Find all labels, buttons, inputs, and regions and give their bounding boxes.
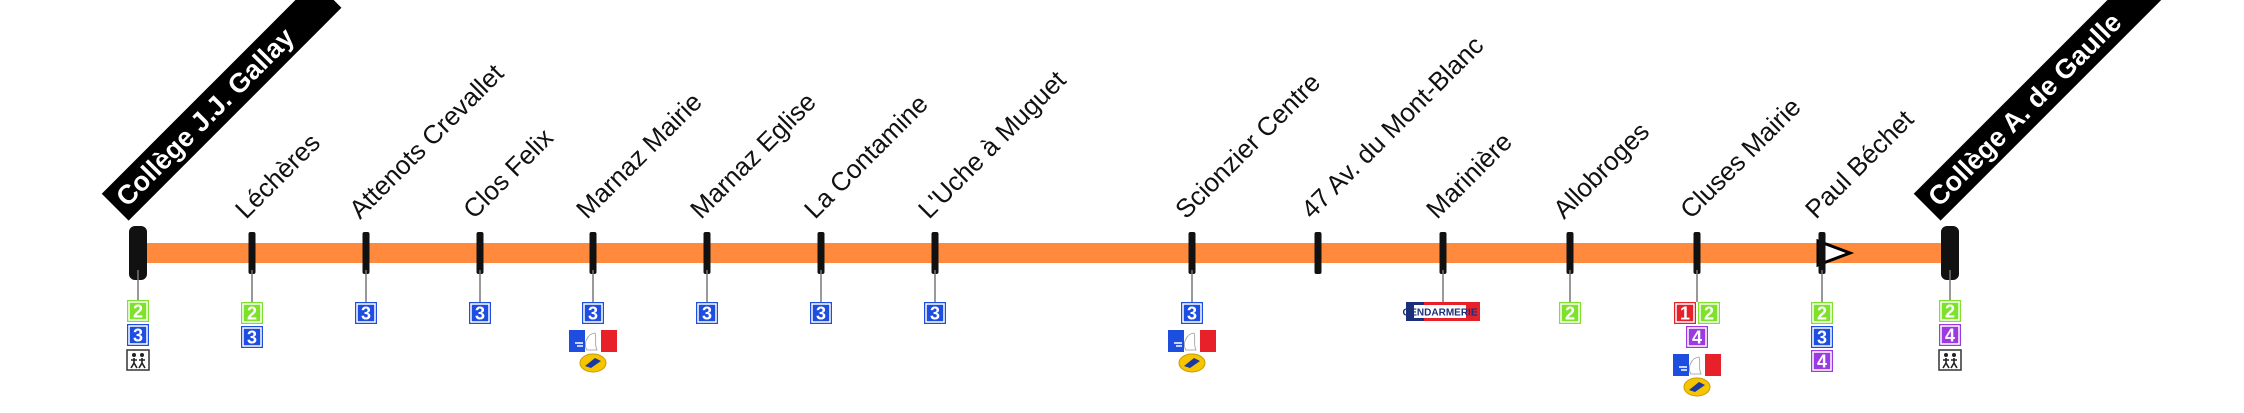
stop-47-av-mont-blanc: 47 Av. du Mont-Blanc <box>1295 30 1489 274</box>
stop-name: Marinière <box>1420 126 1518 224</box>
stop-marker <box>1439 232 1447 274</box>
route-number: 3 <box>1817 328 1827 348</box>
route-badge-2 <box>241 302 263 324</box>
stop-paul-bechet: Paul Béchet 2 3 4 <box>1799 103 1920 372</box>
stop-clos-felix: Clos Felix 3 <box>457 122 559 324</box>
route-badge-3 <box>582 302 604 324</box>
route-number: 2 <box>247 304 257 324</box>
terminus-marker <box>129 226 147 280</box>
gendarmerie-label: GENDARMERIE <box>1402 308 1477 319</box>
route-number: 4 <box>1817 352 1827 372</box>
route-badge-3 <box>810 302 832 324</box>
route-number: 2 <box>1945 302 1955 322</box>
stop-marker <box>1314 232 1322 274</box>
stop-marker <box>476 232 484 274</box>
route-number: 3 <box>247 328 257 348</box>
route-number: 2 <box>1565 304 1575 324</box>
stop-name: Léchères <box>229 127 326 224</box>
route-number: 2 <box>1704 304 1714 324</box>
stop-college-a-de-gaulle: Collège A. de Gaulle 2 4 <box>1913 0 2165 371</box>
stop-name: Cluses Mairie <box>1674 92 1807 225</box>
french-flag-marianne-icon <box>569 330 617 352</box>
route-number: 4 <box>1692 328 1702 348</box>
route-badge-3 <box>1181 302 1203 324</box>
route-badge-2 <box>1559 302 1581 324</box>
route-number: 4 <box>1945 326 1955 346</box>
stop-name: Allobroges <box>1547 116 1655 224</box>
stop-marker <box>1693 232 1701 274</box>
route-badge-1 <box>1674 302 1696 324</box>
route-number: 2 <box>1817 304 1827 324</box>
route-number: 1 <box>1680 304 1690 324</box>
stop-allobroges: Allobroges 2 <box>1547 116 1655 324</box>
terminus-name: Collège A. de Gaulle <box>1922 7 2127 212</box>
route-badge-4 <box>1939 324 1961 346</box>
route-badge-2 <box>1811 302 1833 324</box>
terminus-label: Collège J.J. Gallay <box>101 0 342 221</box>
pedestrians-icon <box>126 349 150 371</box>
stop-luche-a-muguet: L'Uche à Muguet 3 <box>912 64 1072 324</box>
route-number: 3 <box>930 304 940 324</box>
stop-marker <box>1818 232 1826 274</box>
french-flag-marianne-icon <box>1673 354 1721 376</box>
route-badge-2 <box>1698 302 1720 324</box>
route-badge-3 <box>924 302 946 324</box>
direction-arrow-icon <box>1816 238 1855 268</box>
stop-name: Paul Béchet <box>1799 103 1920 224</box>
terminus-marker <box>1941 226 1959 280</box>
route-number: 3 <box>475 304 485 324</box>
french-flag-marianne-icon <box>1168 330 1216 352</box>
stop-name: L'Uche à Muguet <box>912 64 1072 224</box>
route-number: 3 <box>816 304 826 324</box>
stop-marker <box>1566 232 1574 274</box>
terminus-label: Collège A. de Gaulle <box>1913 0 2165 221</box>
route-badge-3 <box>241 326 263 348</box>
route-number: 3 <box>361 304 371 324</box>
route-number: 3 <box>702 304 712 324</box>
stop-name: Clos Felix <box>457 122 559 224</box>
stop-marker <box>817 232 825 274</box>
route-number: 2 <box>133 302 143 322</box>
route-badge-3 <box>469 302 491 324</box>
la-poste-icon <box>579 353 607 373</box>
stop-marker <box>703 232 711 274</box>
route-badge-4 <box>1686 326 1708 348</box>
stop-marker <box>931 232 939 274</box>
stops-layer: Collège J.J. Gallay23Léchères23Attenots … <box>101 0 2165 397</box>
la-poste-icon <box>1178 353 1206 373</box>
stop-college-jj-gallay: Collège J.J. Gallay 2 3 <box>101 0 342 371</box>
stop-marker <box>362 232 370 274</box>
gendarmerie-icon: GENDARMERIE <box>1402 302 1480 321</box>
route-number: 3 <box>1187 304 1197 324</box>
stop-marker <box>1188 232 1196 274</box>
line-bar <box>138 243 1954 263</box>
route-badge-3 <box>696 302 718 324</box>
route-badge-4 <box>1811 350 1833 372</box>
stop-lecheres: Léchères 2 3 <box>229 127 326 348</box>
route-badge-3 <box>355 302 377 324</box>
route-badge-3 <box>1811 326 1833 348</box>
route-badge-2 <box>127 300 149 322</box>
route-badge-2 <box>1939 300 1961 322</box>
pedestrians-icon <box>1938 349 1962 371</box>
stop-marker <box>248 232 256 274</box>
route-number: 3 <box>588 304 598 324</box>
la-poste-icon <box>1683 377 1711 397</box>
route-badge-3 <box>127 324 149 346</box>
route-number: 3 <box>133 326 143 346</box>
stop-marker <box>589 232 597 274</box>
